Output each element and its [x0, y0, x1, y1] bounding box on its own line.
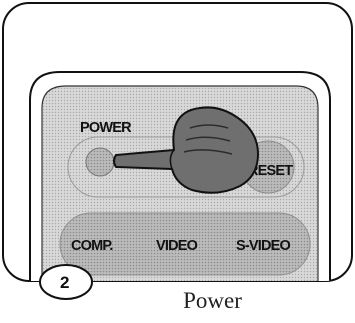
- video-button-label[interactable]: VIDEO: [156, 238, 198, 254]
- reset-label: RESET: [248, 163, 293, 179]
- step-badge: [39, 264, 93, 300]
- figure-caption: Power: [183, 288, 242, 313]
- pointing-hand-icon: [113, 106, 259, 194]
- svideo-button-label[interactable]: S-VIDEO: [236, 238, 291, 254]
- power-button-icon[interactable]: [85, 147, 115, 177]
- source-buttons-capsule: [59, 212, 311, 276]
- step-number: 2: [60, 273, 69, 292]
- comp-button-label[interactable]: COMP.: [71, 238, 114, 254]
- power-label: POWER: [80, 120, 132, 136]
- partial-label: H-STONE: [155, 280, 216, 296]
